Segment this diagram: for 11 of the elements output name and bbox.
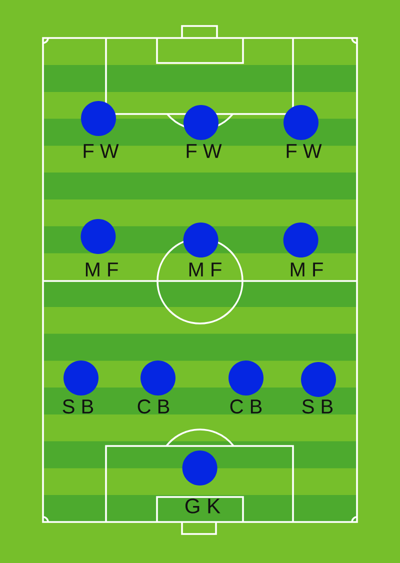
position-label: C B	[230, 399, 262, 414]
position-label: M F	[189, 262, 222, 276]
position-label: F W	[286, 144, 322, 158]
position-label: F W	[84, 144, 119, 158]
position-label: M F	[86, 262, 118, 276]
position-label: F W	[186, 144, 222, 158]
position-label: S B	[302, 399, 333, 414]
position-label: S B	[62, 399, 94, 414]
position-label: G K	[185, 498, 220, 514]
position-label: C B	[138, 399, 170, 414]
position-label: M F	[290, 262, 323, 276]
